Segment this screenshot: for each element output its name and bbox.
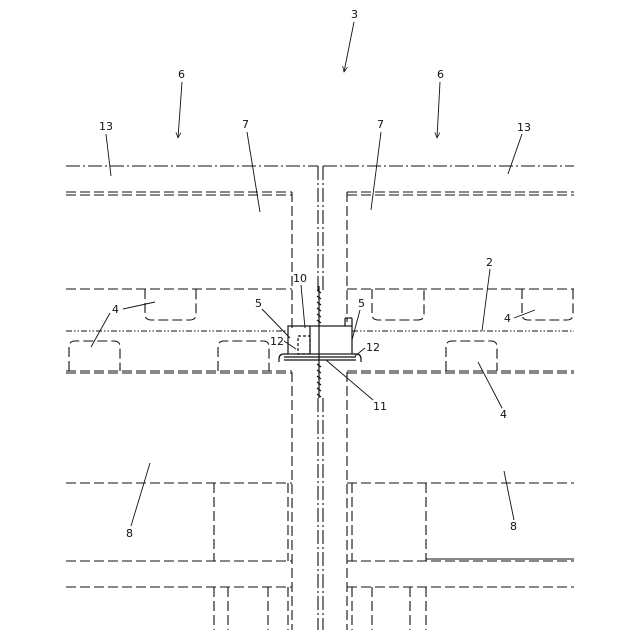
label-5-right: 5 (358, 297, 365, 310)
label-5-left: 5 (255, 297, 262, 310)
label-12-right: 12 (366, 341, 380, 354)
label-13-left: 13 (99, 120, 113, 133)
label-4-upper-left: 4 (112, 303, 119, 316)
label-11: 11 (373, 400, 387, 413)
label-6-right: 6 (437, 68, 444, 81)
label-8-right: 8 (510, 520, 517, 533)
reference-labels: 3 6 6 13 13 7 7 10 2 5 5 4 4 4 12 12 11 … (99, 8, 531, 540)
label-10: 10 (293, 272, 307, 285)
label-12-left: 12 (270, 335, 284, 348)
label-8-left: 8 (126, 527, 133, 540)
label-2: 2 (486, 256, 493, 269)
label-4-lower-right: 4 (500, 408, 507, 421)
connector-assembly (279, 286, 361, 398)
label-7-left: 7 (242, 118, 249, 131)
label-6-left: 6 (178, 68, 185, 81)
leader-lines (91, 22, 535, 526)
lower-blocks (66, 483, 574, 630)
label-13-right: 13 (517, 121, 531, 134)
label-4-upper-right: 4 (504, 312, 511, 325)
label-3: 3 (351, 8, 358, 21)
label-7-right: 7 (377, 118, 384, 131)
top-boundary-lines (66, 166, 574, 195)
